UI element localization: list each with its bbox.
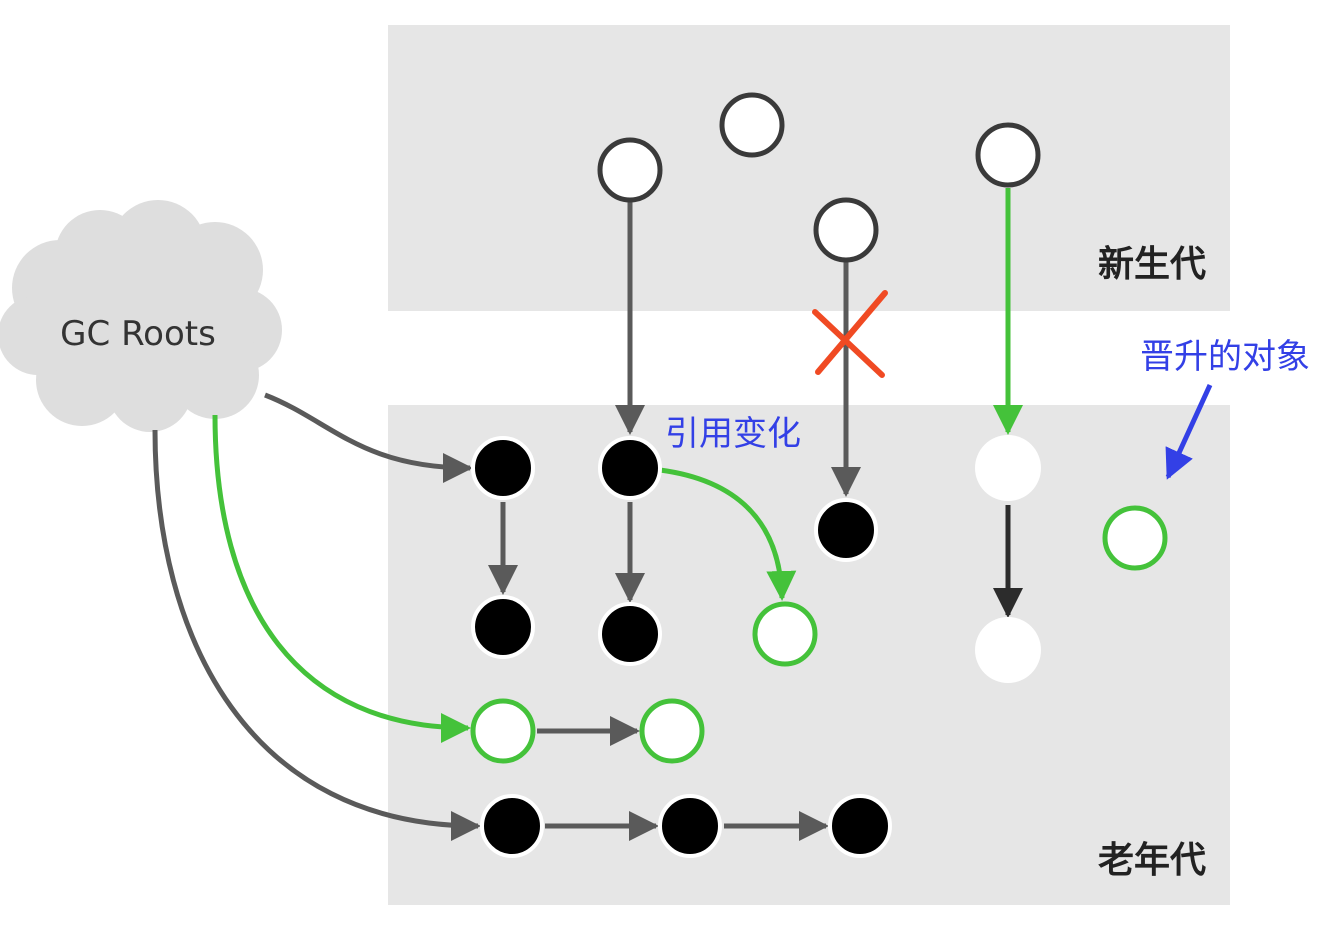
- gc-roots-cloud: [0, 200, 282, 432]
- old-node-green-1: [470, 698, 536, 764]
- root-arrow-to-bottom-chain: [152, 429, 481, 841]
- young-generation-region: [388, 25, 1230, 311]
- old-node-green-2: [639, 698, 705, 764]
- gc-roots-label: GC Roots: [60, 314, 216, 354]
- reference-change-arrow: [659, 467, 797, 601]
- young-generation-label: 新生代: [1098, 244, 1206, 285]
- old-node-black-6: [480, 794, 544, 858]
- old-node-black-1: [471, 436, 535, 500]
- old-node-black-4: [471, 595, 535, 659]
- old-node-black-2: [598, 436, 662, 500]
- old-node-black-3: [814, 498, 878, 562]
- old-node-green-changed: [752, 601, 818, 667]
- promoted-object-node: [1102, 505, 1168, 571]
- old-node-white-1: [975, 435, 1041, 501]
- root-arrow-to-old-node-1: [264, 392, 473, 483]
- promoted-object-label: 晋升的对象: [1140, 337, 1310, 377]
- young-node-2: [719, 92, 785, 158]
- removed-reference-cross-icon: [812, 290, 888, 378]
- promoted-object-pointer: [1165, 383, 1213, 480]
- old-node-white-2: [975, 617, 1041, 683]
- old-generation-label: 老年代: [1098, 840, 1206, 881]
- young-node-4: [975, 122, 1041, 188]
- young-node-1: [597, 137, 663, 203]
- old-node-black-8: [828, 794, 892, 858]
- young-node-3: [813, 197, 879, 263]
- reference-change-label: 引用变化: [665, 414, 801, 454]
- root-arrow-green-to-old-node: [212, 414, 471, 743]
- old-node-black-5: [598, 602, 662, 666]
- old-node-black-7: [658, 794, 722, 858]
